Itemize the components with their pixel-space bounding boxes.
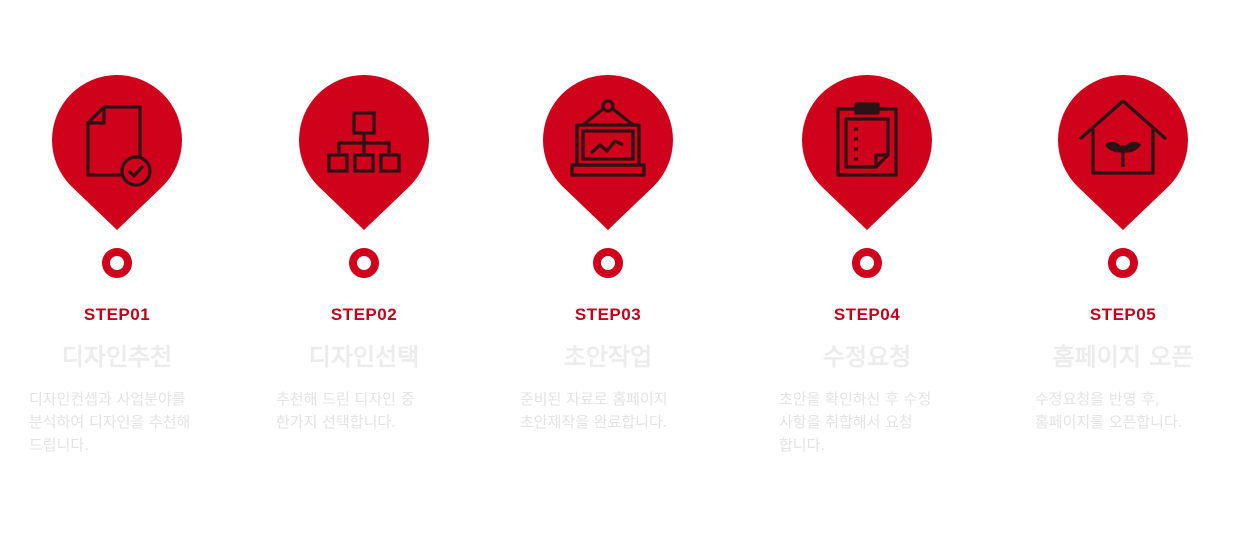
step-3-label: STEP03 xyxy=(574,305,642,324)
step-4-title: 수정요청 xyxy=(822,343,912,371)
step-3-pin xyxy=(543,75,673,230)
step-3-title: 초안작업 xyxy=(563,343,653,371)
step-2-pin xyxy=(299,75,429,230)
step-1-description: 디자인컨셉과 사업분야를 분석하여 디자인을 추천해 드립니다. xyxy=(29,390,191,454)
sitemap-icon xyxy=(327,111,401,173)
step-1-timeline-dot xyxy=(102,248,132,278)
step-5-pin xyxy=(1058,75,1188,230)
step-5-title: 홈페이지 오픈 xyxy=(1052,343,1194,371)
step-2-timeline-dot xyxy=(349,248,379,278)
step-5-timeline-dot xyxy=(1108,248,1138,278)
step-2-title: 디자인선택 xyxy=(308,343,420,371)
step-3-timeline-dot xyxy=(593,248,623,278)
step-4-timeline-dot xyxy=(852,248,882,278)
clipboard-icon xyxy=(836,102,898,177)
step-5-label: STEP05 xyxy=(1089,305,1157,324)
document-check-icon xyxy=(86,105,152,187)
step-1-pin xyxy=(52,75,182,230)
step-1-label: STEP01 xyxy=(83,305,151,324)
step-3-description: 준비된 자료로 홈페이지 초안제작을 완료합니다. xyxy=(520,390,668,431)
house-plant-icon xyxy=(1078,99,1168,175)
step-4-description: 초안을 확인하신 후 수정 사항을 취합해서 요청 합니다. xyxy=(779,390,932,454)
step-1: STEP01 디자인추천 디자인컨셉과 사업분야를 분석하여 디자인을 추천해 … xyxy=(0,0,237,540)
step-4-label: STEP04 xyxy=(833,305,901,324)
step-5-description: 수정요청을 반영 후, 홈페이지를 오픈합니다. xyxy=(1035,390,1183,431)
step-2: STEP02 디자인선택 추천해 드린 디자인 중 한가지 선택합니다. xyxy=(244,0,484,540)
step-4-pin xyxy=(802,75,932,230)
step-3: STEP03 초안작업 준비된 자료로 홈페이지 초안제작을 완료합니다. xyxy=(488,0,728,540)
step-1-title: 디자인추천 xyxy=(61,343,173,371)
step-5: STEP05 홈페이지 오픈 수정요청을 반영 후, 홈페이지를 오픈합니다. xyxy=(1003,0,1243,540)
step-2-label: STEP02 xyxy=(330,305,398,324)
step-2-description: 추천해 드린 디자인 중 한가지 선택합니다. xyxy=(276,390,415,431)
step-4: STEP04 수정요청 초안을 확인하신 후 수정 사항을 취합해서 요청 합니… xyxy=(747,0,987,540)
laptop-chart-icon xyxy=(570,99,646,177)
